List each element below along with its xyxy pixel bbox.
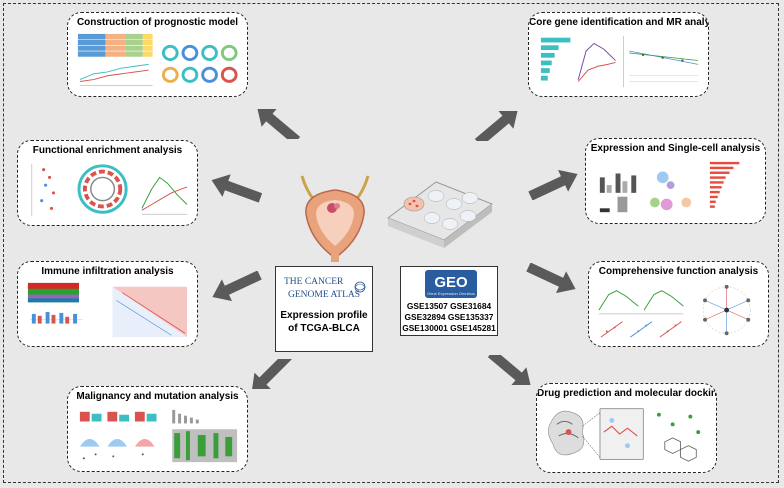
panel-figure (592, 158, 759, 218)
cell-culture-plate-illustration (386, 181, 494, 248)
panel-figure (74, 406, 241, 466)
panel-expression-single-cell: Expression and Single-cell analysis (585, 138, 766, 224)
panel-figure (543, 403, 710, 467)
panel-title: Core gene identification and MR analysis (529, 17, 709, 28)
panel-prognostic-model: Construction of prognostic model (67, 12, 248, 97)
bladder-illustration (300, 175, 370, 262)
geo-logo: GEO Gene Expression Omnibus (425, 270, 477, 298)
arrow-to-expression-single-cell (528, 170, 578, 200)
panel-functional-enrichment: Functional enrichment analysis (17, 140, 198, 226)
panel-figure (595, 281, 762, 341)
svg-text:THE CANCER: THE CANCER (284, 277, 344, 287)
panel-figure (535, 32, 702, 91)
panel-title: Drug prediction and molecular docking (537, 388, 717, 399)
panel-figure (74, 32, 241, 91)
arrow-to-malignancy-mutation (251, 359, 292, 389)
svg-text:Gene Expression Omnibus: Gene Expression Omnibus (427, 291, 475, 296)
arrow-to-prognostic-model (257, 109, 301, 139)
panel-malignancy-mutation: Malignancy and mutation analysis (67, 386, 248, 472)
diagram-frame (3, 3, 779, 483)
arrow-to-comprehensive-function (526, 263, 576, 293)
svg-text:GEO: GEO (434, 274, 468, 291)
arrow-to-core-gene-mr (474, 111, 518, 141)
geo-dataset-ids: GSE13507 GSE31684 GSE32894 GSE135337 GSE… (402, 301, 496, 333)
geo-label-box: GEO Gene Expression Omnibus GSE13507 GSE… (400, 266, 498, 336)
panel-title: Functional enrichment analysis (32, 145, 183, 156)
panel-title: Malignancy and mutation analysis (76, 391, 239, 402)
panel-comprehensive-function: Comprehensive function analysis (588, 261, 769, 347)
arrow-to-functional-enrichment (211, 174, 263, 203)
tcga-label-box: THE CANCER GENOME ATLAS Expression profi… (275, 266, 373, 352)
expression-profile-label: Expression profile of TCGA-BLCA (280, 310, 368, 334)
arrow-to-immune-infiltration (212, 271, 262, 301)
panel-title: Expression and Single-cell analysis (590, 143, 761, 154)
panel-immune-infiltration: Immune infiltration analysis (17, 261, 198, 347)
arrow-to-drug-docking (487, 355, 531, 385)
panel-drug-docking: Drug prediction and molecular docking (536, 383, 717, 473)
panel-figure (24, 281, 191, 341)
panel-title: Immune infiltration analysis (41, 266, 174, 277)
tcga-logo: THE CANCER GENOME ATLAS (284, 277, 366, 300)
panel-title: Construction of prognostic model (76, 17, 239, 28)
svg-text:GENOME ATLAS: GENOME ATLAS (288, 290, 360, 300)
panel-core-gene-mr: Core gene identification and MR analysis (528, 12, 709, 97)
panel-title: Comprehensive function analysis (598, 266, 759, 277)
panel-figure (24, 160, 191, 220)
